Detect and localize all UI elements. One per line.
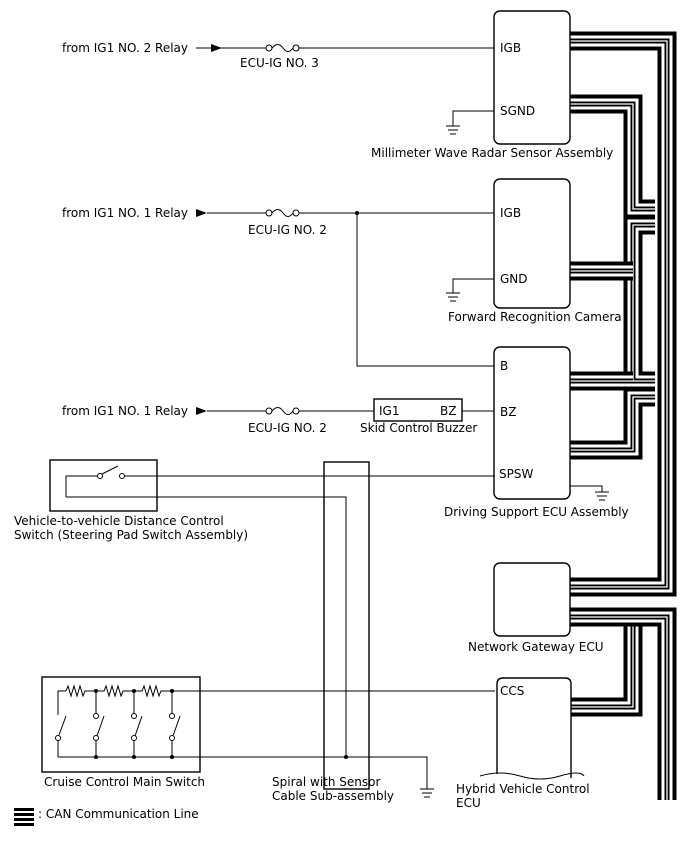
pin-label-ccs: CCS — [500, 684, 524, 698]
can-line-main — [560, 31, 677, 597]
component-label-distance-line2: Switch (Steering Pad Switch Assembly) — [14, 528, 248, 542]
ground-icon — [446, 125, 460, 135]
skid-control-buzzer: IG1 BZ Skid Control Buzzer — [360, 398, 477, 435]
arrow-icon — [196, 407, 207, 415]
switch-contact-icon — [131, 713, 143, 741]
component-label-driving-support: Driving Support ECU Assembly — [444, 505, 629, 519]
can-line-hybrid — [560, 607, 677, 800]
fuse-icon — [271, 209, 294, 217]
can-bus — [560, 31, 677, 800]
pin-label-sgnd: SGND — [500, 104, 535, 118]
relay-label-ig1-no1-buzzer: from IG1 NO. 1 Relay — [62, 404, 188, 418]
component-label-spiral-line2: Cable Sub-assembly — [272, 789, 394, 803]
component-label-cruise: Cruise Control Main Switch — [44, 775, 205, 789]
component-label-spiral-line1: Spiral with Sensor — [272, 775, 380, 789]
distance-control-switch: Vehicle-to-vehicle Distance Control Swit… — [14, 459, 495, 757]
component-label-hybrid-line1: Hybrid Vehicle Control — [456, 782, 590, 796]
ground-wires — [446, 110, 609, 501]
driving-support-ecu: B BZ SPSW Driving Support ECU Assembly — [444, 346, 629, 519]
component-label-hybrid-line2: ECU — [456, 796, 481, 810]
ground-icon — [595, 491, 609, 501]
can-line-camera — [623, 215, 655, 391]
can-line-driving-support — [560, 371, 655, 460]
legend-label: : CAN Communication Line — [38, 807, 199, 821]
forward-recognition-camera: IGB GND Forward Recognition Camera — [448, 178, 622, 324]
spiral-cable: Spiral with Sensor Cable Sub-assembly — [272, 461, 394, 803]
arrow-icon — [196, 209, 207, 217]
switch-contact-icon — [55, 715, 67, 741]
pin-label-igb: IGB — [500, 206, 521, 220]
component-label-gateway: Network Gateway ECU — [468, 640, 604, 654]
resistor-icon — [65, 684, 96, 698]
fuse-icon — [271, 407, 294, 415]
switch-contact-icon — [101, 465, 119, 475]
ground-icon — [420, 788, 434, 798]
fuse-terminal — [292, 44, 300, 52]
switch-contact-icon — [169, 713, 181, 741]
network-gateway-ecu: Network Gateway ECU — [468, 562, 604, 654]
resistor-icon — [134, 684, 172, 698]
switch-contact-icon — [93, 713, 105, 741]
resistor-icon — [96, 684, 134, 698]
pin-label-bz: BZ — [500, 405, 516, 419]
component-label-camera: Forward Recognition Camera — [448, 310, 622, 324]
fuse-label-ecu-ig-no2-buzzer: ECU-IG NO. 2 — [248, 421, 327, 435]
power-feed-buzzer: from IG1 NO. 1 Relay ECU-IG NO. 2 — [62, 404, 495, 435]
can-line-icon — [14, 808, 34, 826]
fuse-icon — [271, 44, 294, 52]
pin-label-spsw: SPSW — [499, 467, 533, 481]
component-label-buzzer: Skid Control Buzzer — [360, 421, 477, 435]
legend: : CAN Communication Line — [14, 807, 199, 826]
fuse-terminal — [265, 44, 273, 52]
component-label-radar: Millimeter Wave Radar Sensor Assembly — [371, 146, 613, 160]
pin-label-gnd: GND — [500, 272, 528, 286]
fuse-label-ecu-ig-no2: ECU-IG NO. 2 — [248, 223, 327, 237]
buzzer-pin-bz: BZ — [440, 404, 456, 418]
hybrid-vehicle-control-ecu: CCS Hybrid Vehicle Control ECU — [456, 677, 590, 810]
power-feed-camera: from IG1 NO. 1 Relay ECU-IG NO. 2 — [62, 206, 495, 367]
fuse-label-ecu-ig-no3: ECU-IG NO. 3 — [240, 56, 319, 70]
can-line-radar — [560, 94, 655, 219]
component-label-distance-line1: Vehicle-to-vehicle Distance Control — [14, 514, 224, 528]
buzzer-pin-ig1: IG1 — [379, 404, 399, 418]
power-feed-radar: from IG1 NO. 2 Relay ECU-IG NO. 3 — [62, 41, 495, 70]
relay-label-ig1-no1: from IG1 NO. 1 Relay — [62, 206, 188, 220]
pin-label-b: B — [500, 359, 508, 373]
radar-sensor-assembly: IGB SGND Millimeter Wave Radar Sensor As… — [371, 10, 613, 160]
ground-icon — [446, 292, 460, 302]
pin-label-igb: IGB — [500, 41, 521, 55]
cruise-control-main-switch: Cruise Control Main Switch — [41, 676, 495, 798]
relay-label-ig1-no2: from IG1 NO. 2 Relay — [62, 41, 188, 55]
